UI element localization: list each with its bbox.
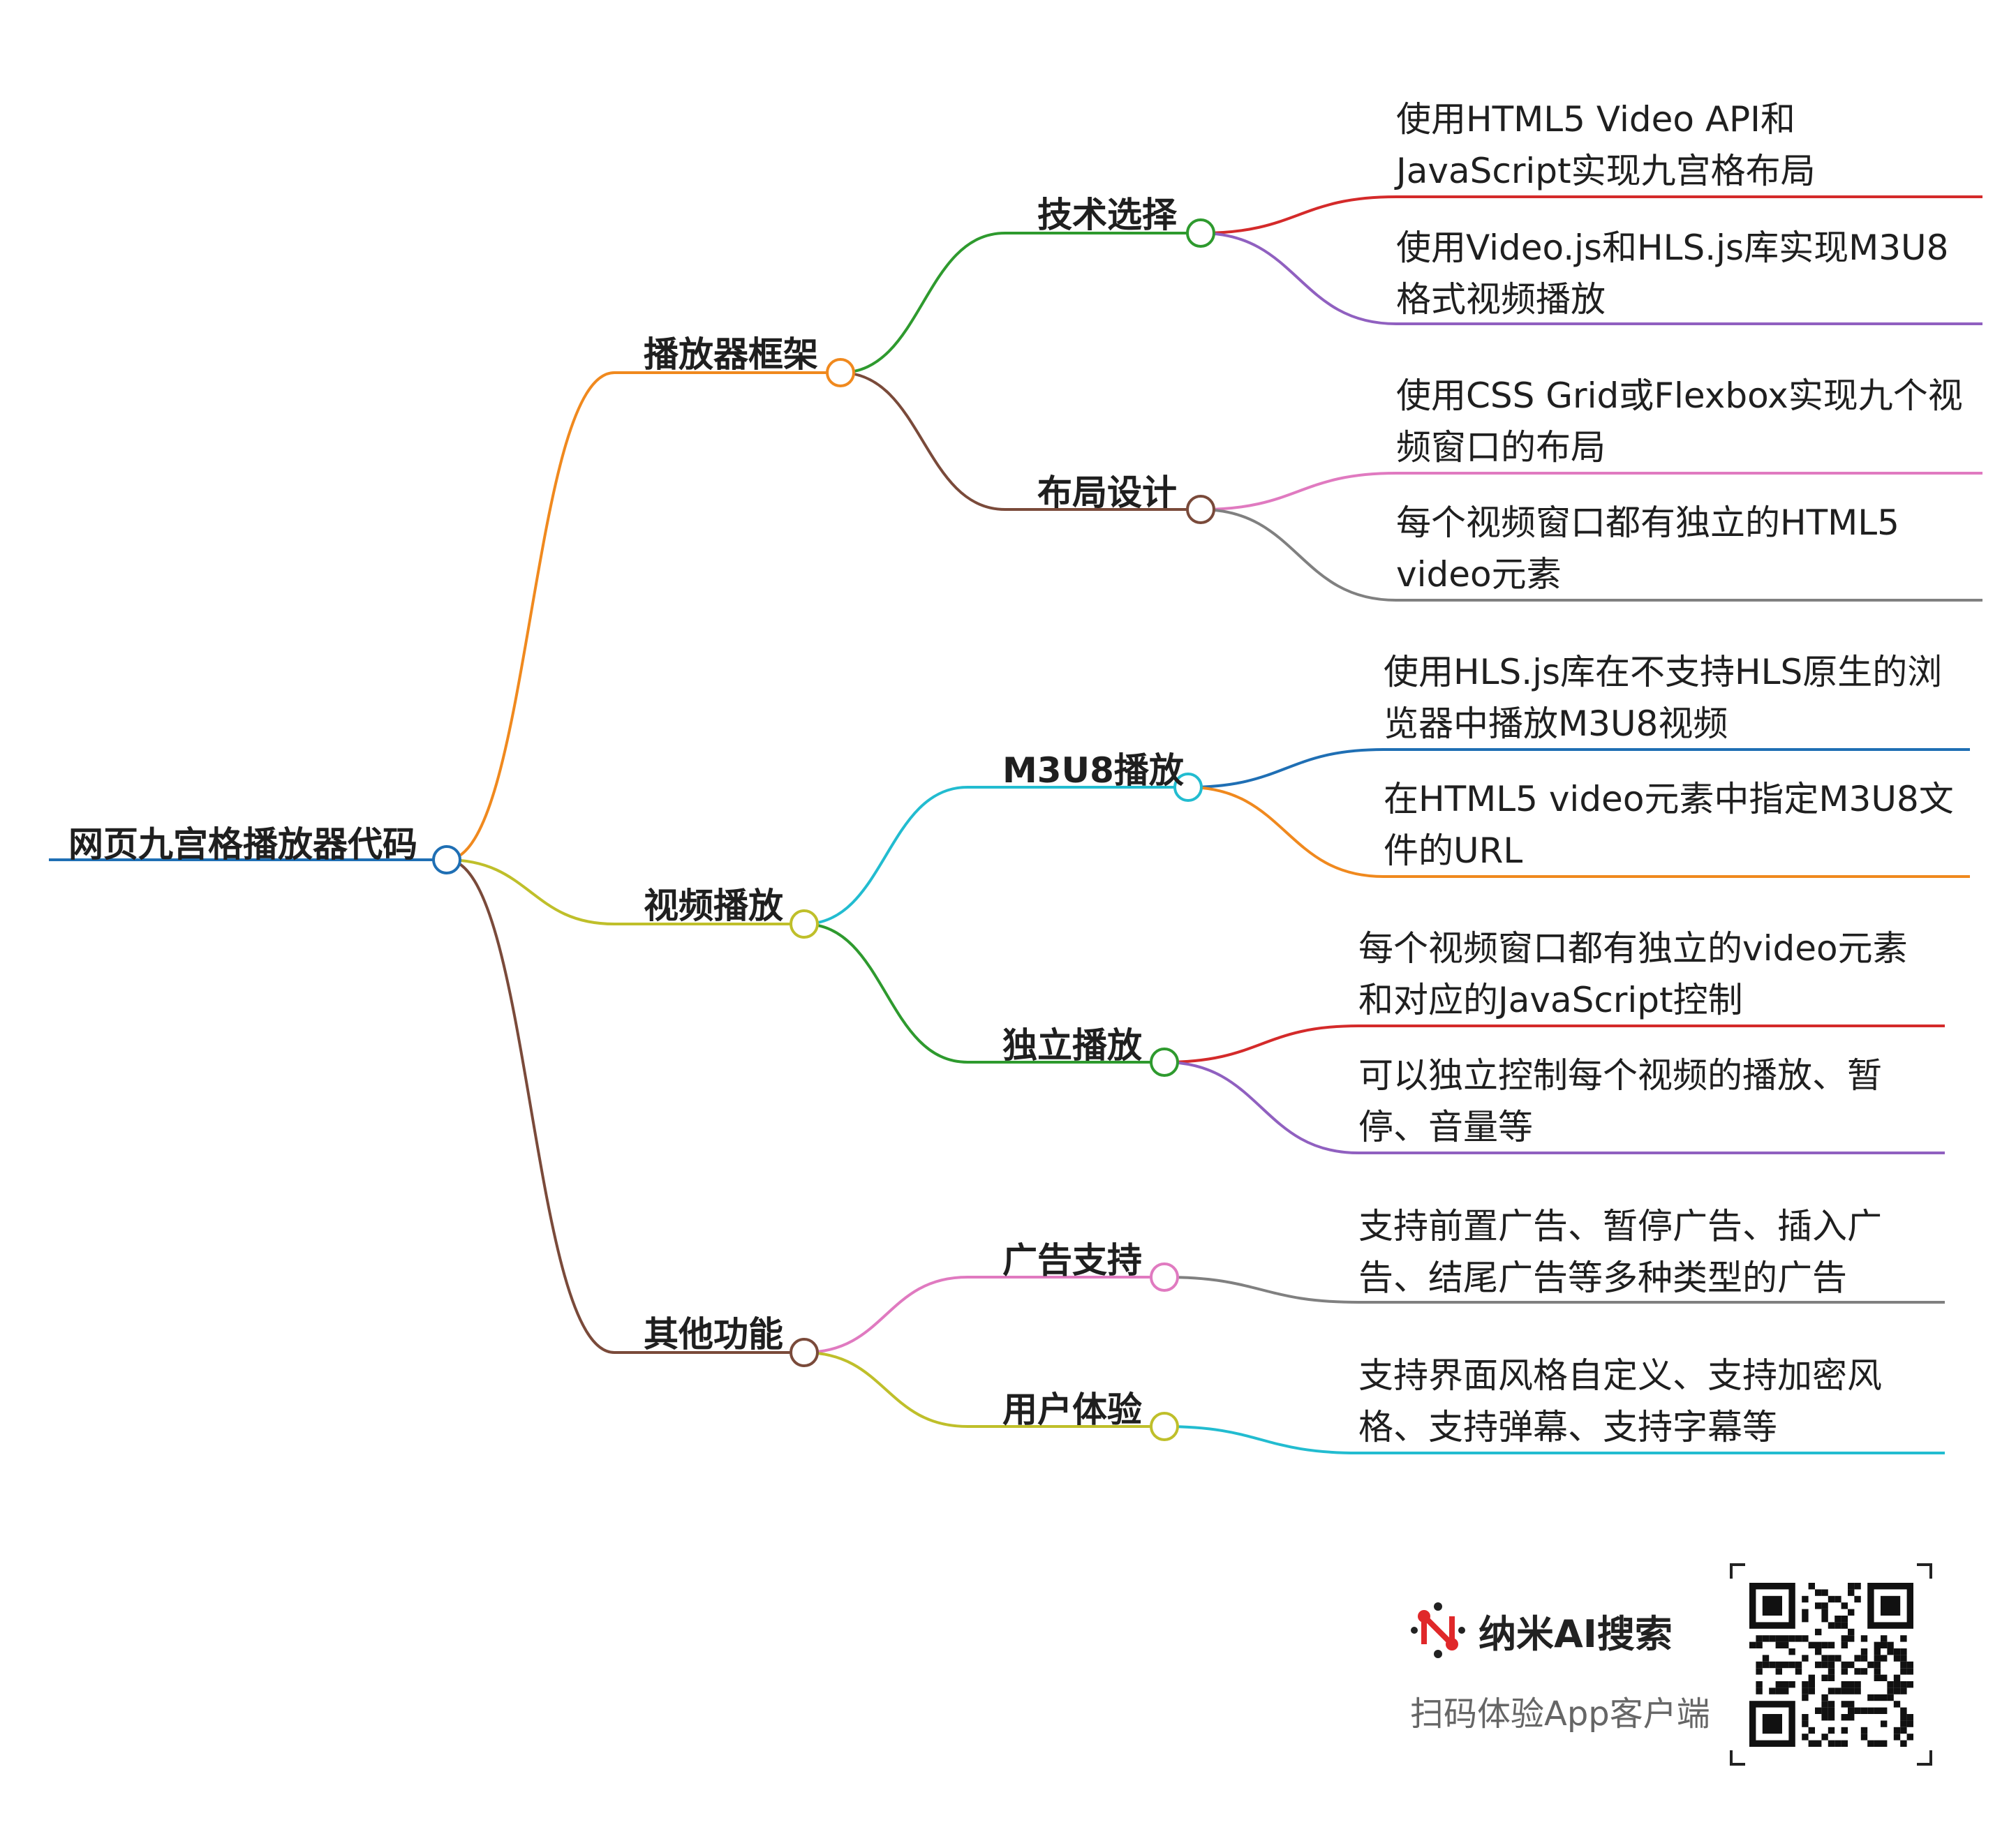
node-circle-layout[interactable] [1186, 495, 1215, 524]
edge-leaf-video-js-control [1164, 1024, 1359, 1064]
leaf-html5-video-api: 使用HTML5 Video API和 JavaScript实现九宫格布局 [1396, 99, 1816, 191]
node-m3u8-playback-label: M3U8播放 [1002, 750, 1184, 791]
node-user-experience-label: 用户体验 [1002, 1389, 1142, 1430]
edge-other-ads [803, 1276, 968, 1354]
leaf-ad-types: 支持前置广告、暂停广告、插入广 告、结尾广告等多种类型的广告 [1358, 1206, 1882, 1298]
node-circle-m3u8[interactable] [1173, 773, 1203, 802]
edge-leaf-ux-features [1164, 1425, 1359, 1454]
edge-root-player-framework [446, 371, 615, 861]
branch-other-features-label: 其他功能 [644, 1314, 783, 1355]
root-node-circle[interactable] [432, 845, 461, 874]
node-circle-independent[interactable] [1150, 1048, 1179, 1077]
edge-root-video-playback [446, 858, 615, 925]
edge-leaf-ad-types [1164, 1276, 1359, 1304]
leaf-ux-features: 支持界面风格自定义、支持加密风 格、支持弹幕、支持字幕等 [1358, 1355, 1882, 1447]
edge-leaf-videojs-hlsjs [1200, 232, 1397, 325]
edge-leaf-hlsjs-browser [1187, 748, 1384, 789]
node-circle-video-playback[interactable] [790, 909, 819, 939]
node-circle-other-features[interactable] [790, 1338, 819, 1367]
node-circle-ux[interactable] [1150, 1412, 1179, 1441]
edge-leaf-html5-video-api [1200, 195, 1397, 234]
brand-block: 纳米AI搜索 扫码体验App客户端 [1410, 1602, 1710, 1735]
node-tech-choice-label: 技术选择 [1037, 195, 1177, 235]
node-layout-design-label: 布局设计 [1037, 472, 1177, 513]
leaf-css-grid-flexbox: 使用CSS Grid或Flexbox实现九个视 频窗口的布局 [1396, 375, 1963, 468]
qr-code-icon[interactable] [1730, 1563, 1932, 1766]
edge-other-ux [803, 1351, 968, 1428]
branch-player-framework-label: 播放器框架 [644, 334, 818, 375]
branch-video-playback-label: 视频播放 [644, 886, 783, 926]
nano-ai-logo-icon [1411, 1602, 1465, 1658]
leaf-videojs-hlsjs: 使用Video.js和HLS.js库实现M3U8 格式视频播放 [1396, 228, 1949, 320]
node-independent-playback-label: 独立播放 [1002, 1025, 1142, 1066]
node-circle-tech[interactable] [1186, 218, 1215, 248]
edge-framework-layout [840, 371, 1006, 511]
leaf-m3u8-url: 在HTML5 video元素中指定M3U8文 件的URL [1384, 779, 1954, 871]
edge-root-other-features [446, 858, 615, 1354]
leaf-independent-control: 可以独立控制每个视频的播放、暂 停、音量等 [1358, 1055, 1882, 1147]
brand-subtitle: 扫码体验App客户端 [1410, 1694, 1710, 1734]
node-circle-player-framework[interactable] [826, 358, 855, 387]
edge-playback-m3u8 [803, 786, 968, 925]
leaf-hlsjs-browser: 使用HLS.js库在不支持HLS原生的浏 览器中播放M3U8视频 [1384, 652, 1943, 744]
leaf-independent-html5-video: 每个视频窗口都有独立的HTML5 video元素 [1396, 502, 1899, 595]
brand-name: 纳米AI搜索 [1478, 1611, 1673, 1656]
edge-leaf-m3u8-url [1187, 786, 1384, 878]
root-node-label: 网页九宫格播放器代码 [68, 824, 417, 865]
node-circle-ads[interactable] [1150, 1262, 1179, 1292]
edge-leaf-independent-control [1164, 1061, 1359, 1154]
edge-leaf-css-grid-flexbox [1200, 472, 1397, 511]
leaf-video-js-control: 每个视频窗口都有独立的video元素 和对应的JavaScript控制 [1358, 928, 1908, 1020]
edge-playback-independent [803, 923, 968, 1064]
node-ad-support-label: 广告支持 [1002, 1240, 1142, 1281]
edge-leaf-independent-html5-video [1200, 508, 1397, 602]
edge-framework-tech [840, 232, 1006, 374]
